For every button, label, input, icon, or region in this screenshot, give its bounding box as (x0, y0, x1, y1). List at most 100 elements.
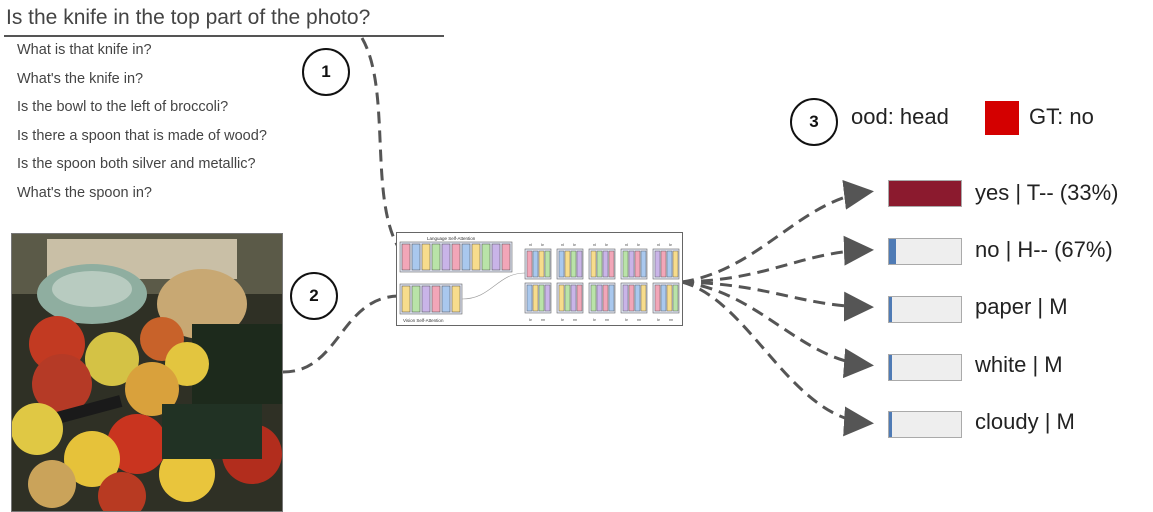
language-token-cell (431, 243, 441, 271)
cross-col-label: vl (561, 242, 564, 247)
cross-attention-cell (526, 250, 533, 278)
cross-col-label: lv (541, 242, 544, 247)
model-to-answer-5 (681, 280, 874, 437)
step-2-circle: 2 (290, 272, 338, 320)
cross-attention-cell (558, 284, 565, 312)
cross-col-label: lv (529, 317, 532, 322)
language-token-cell (401, 243, 411, 271)
question-to-model-link (360, 37, 402, 251)
vision-block-label: Vision Self-Attention (403, 318, 444, 323)
cross-attention-cell (544, 284, 551, 312)
cross-attention-cell (628, 250, 635, 278)
ood-color-swatch (985, 101, 1019, 135)
cross-attention-cell (660, 250, 667, 278)
cross-attention-cell (634, 250, 641, 278)
ood-label: ood: head (851, 104, 949, 129)
vision-token-cell (411, 285, 421, 313)
language-token-cell (491, 243, 501, 271)
answer-label: paper | M (975, 294, 1068, 319)
answer-bar-fill (889, 181, 961, 206)
step-1-circle: 1 (302, 48, 350, 96)
language-token-cell (411, 243, 421, 271)
model-to-answer-3 (681, 280, 874, 322)
question-underline (4, 35, 444, 37)
main-question: Is the knife in the top part of the phot… (6, 6, 371, 29)
language-token-cell (451, 243, 461, 271)
cross-col-label: vl (593, 242, 596, 247)
cross-attention-cell (532, 284, 539, 312)
cross-attention-cell (596, 284, 603, 312)
cross-col-label: lv (593, 317, 596, 322)
answer-bar (888, 296, 962, 323)
cross-col-label: vv (573, 317, 577, 322)
cross-attention-cell (608, 250, 615, 278)
cross-col-label: vv (541, 317, 545, 322)
answer-bar-fill (889, 355, 892, 380)
language-block-label: Language Self-Attention (427, 236, 476, 241)
cross-attention-cell (564, 284, 571, 312)
answer-label: cloudy | M (975, 409, 1075, 434)
ground-truth-label: GT: no (1029, 104, 1094, 129)
cross-col-label: lv (637, 242, 640, 247)
cross-attention-cell (672, 284, 679, 312)
cross-attention-cell (526, 284, 533, 312)
cross-attention-cell (576, 284, 583, 312)
vision-token-cell (441, 285, 451, 313)
cross-col-label: lv (625, 317, 628, 322)
model-to-answer-2 (681, 235, 874, 284)
related-question: What's the spoon in? (17, 184, 152, 201)
answer-bar (888, 354, 962, 381)
cross-attention-cell (544, 250, 551, 278)
cross-attention-cell (532, 250, 539, 278)
related-questions-list: What is that knife in? What's the knife … (17, 39, 267, 210)
vision-self-attention-block (399, 283, 463, 315)
language-token-cell (461, 243, 471, 271)
cross-attention-cell (640, 284, 647, 312)
cross-col-label: vl (625, 242, 628, 247)
vision-token-cell (431, 285, 441, 313)
vision-token-cell (421, 285, 431, 313)
cross-col-label: lv (657, 317, 660, 322)
cross-attention-cell (628, 284, 635, 312)
vision-token-cell (451, 285, 461, 313)
cross-attention-cell (660, 284, 667, 312)
cross-attention-cell (666, 284, 673, 312)
cross-col-label: lv (561, 317, 564, 322)
cross-attention-cell (654, 250, 661, 278)
cross-attention-cell (596, 250, 603, 278)
cross-col-label: lv (605, 242, 608, 247)
model-to-answer-1 (681, 179, 874, 284)
cross-attention-cell (576, 250, 583, 278)
cross-col-label: vl (657, 242, 660, 247)
answer-bar (888, 411, 962, 438)
cross-col-label: vv (637, 317, 641, 322)
cross-attention-cell (622, 284, 629, 312)
language-token-cell (441, 243, 451, 271)
image-to-model-link (282, 294, 399, 374)
cross-attention-cell (666, 250, 673, 278)
related-question: What is that knife in? (17, 42, 152, 58)
answer-label: no | H-- (67%) (975, 237, 1113, 262)
vision-token-cell (401, 285, 411, 313)
cross-attention-cell (558, 250, 565, 278)
cross-attention-cell (590, 284, 597, 312)
cross-attention-cell (590, 250, 597, 278)
cross-attention-cell (538, 250, 545, 278)
cross-attention-cell (564, 250, 571, 278)
cross-attention-cell (622, 250, 629, 278)
answer-bar-fill (889, 297, 892, 322)
cross-attention-cell (640, 250, 647, 278)
related-question: Is the bowl to the left of broccoli? (17, 99, 229, 115)
answer-label: white | M (975, 352, 1063, 377)
answer-bar (888, 180, 962, 207)
vision-to-cross-link (461, 272, 526, 300)
step-3-circle: 3 (790, 98, 838, 146)
answer-bar-fill (889, 239, 897, 264)
cross-col-label: vl (529, 242, 532, 247)
cross-attention-cell (608, 284, 615, 312)
answer-bar (888, 238, 962, 265)
related-question: Is there a spoon that is made of wood? (17, 127, 267, 144)
language-token-cell (481, 243, 491, 271)
